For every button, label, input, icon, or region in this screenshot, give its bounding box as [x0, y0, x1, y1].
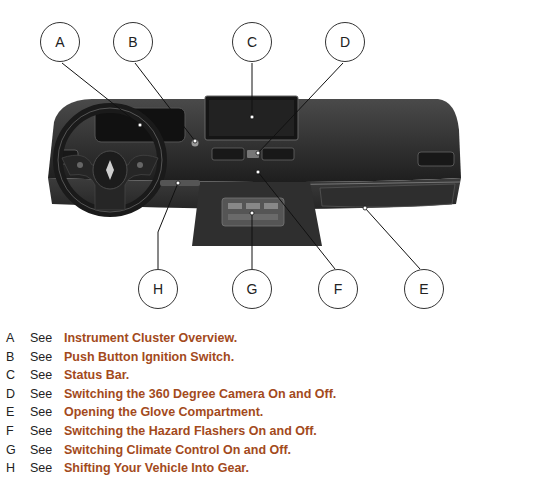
- gear-selector: [160, 180, 200, 186]
- climate-button: [228, 203, 242, 209]
- leader-dot: [250, 115, 254, 119]
- leader-line: [135, 63, 195, 141]
- callout-letter: F: [6, 424, 14, 439]
- wheel-control: [77, 162, 83, 168]
- callout-circle: C: [232, 22, 272, 62]
- callout-letter: D: [6, 387, 15, 402]
- leader-line: [365, 208, 420, 269]
- callout-letter: C: [247, 34, 257, 50]
- leader-line: [158, 183, 178, 269]
- air-vent: [262, 148, 294, 160]
- wheel-hub: [93, 151, 127, 189]
- callout-letter: A: [6, 331, 14, 346]
- callout-circle: E: [404, 269, 444, 309]
- reference-link: Instrument Cluster Overview.: [64, 331, 237, 346]
- reference-link: Status Bar.: [64, 368, 129, 383]
- callout-letter: B: [6, 350, 14, 365]
- leader-dot: [363, 206, 367, 210]
- leader-dot: [138, 123, 142, 127]
- leader-line: [62, 63, 140, 125]
- brand-logo: [106, 160, 114, 180]
- leader-dot: [250, 211, 254, 215]
- see-text: See: [30, 424, 52, 439]
- callout-circle: F: [318, 269, 358, 309]
- callout-letter: G: [247, 281, 258, 297]
- leader-dot: [193, 139, 197, 143]
- climate-button: [264, 203, 278, 209]
- reference-link: Opening the Glove Compartment.: [64, 405, 263, 420]
- callout-letter: D: [340, 34, 350, 50]
- callout-letter: H: [6, 461, 15, 476]
- reference-link: Shifting Your Vehicle Into Gear.: [64, 461, 249, 476]
- steering-wheel: [58, 108, 162, 212]
- callout-circle: G: [232, 269, 272, 309]
- leader-line: [252, 213, 253, 269]
- climate-button: [246, 203, 260, 209]
- reference-link: Switching the Hazard Flashers On and Off…: [64, 424, 317, 439]
- see-text: See: [30, 387, 52, 402]
- steering-wheel-rim: [58, 108, 162, 212]
- glove-compartment: [320, 184, 455, 207]
- leader-line: [252, 63, 253, 117]
- center-console: [192, 182, 322, 246]
- wheel-control: [137, 162, 143, 168]
- see-text: See: [30, 443, 52, 458]
- leader-dot: [176, 181, 180, 185]
- callout-letter: A: [55, 34, 64, 50]
- leader-line: [258, 172, 335, 269]
- air-vent: [212, 148, 244, 160]
- callout-circle: D: [325, 22, 365, 62]
- callout-circle: A: [40, 22, 80, 62]
- see-text: See: [30, 405, 52, 420]
- callout-letter: H: [153, 281, 163, 297]
- reference-link: Push Button Ignition Switch.: [64, 350, 234, 365]
- see-text: See: [30, 368, 52, 383]
- air-vent: [418, 152, 454, 166]
- callout-letter: E: [6, 405, 14, 420]
- see-text: See: [30, 350, 52, 365]
- callout-letter: E: [419, 281, 428, 297]
- callout-letter: B: [128, 34, 137, 50]
- reference-link: Switching Climate Control On and Off.: [64, 443, 291, 458]
- callout-letter: F: [334, 281, 343, 297]
- leader-dot: [256, 170, 260, 174]
- callout-letter: G: [6, 443, 16, 458]
- callout-letter: C: [6, 368, 15, 383]
- climate-panel: [222, 198, 284, 226]
- ignition-button: [192, 140, 199, 147]
- callout-circle: H: [138, 269, 178, 309]
- reference-link: Switching the 360 Degree Camera On and O…: [64, 387, 336, 402]
- see-text: See: [30, 331, 52, 346]
- hazard-button: [247, 150, 259, 158]
- callout-circle: B: [113, 22, 153, 62]
- see-text: See: [30, 461, 52, 476]
- leader-line: [258, 63, 343, 153]
- leader-dot: [256, 151, 260, 155]
